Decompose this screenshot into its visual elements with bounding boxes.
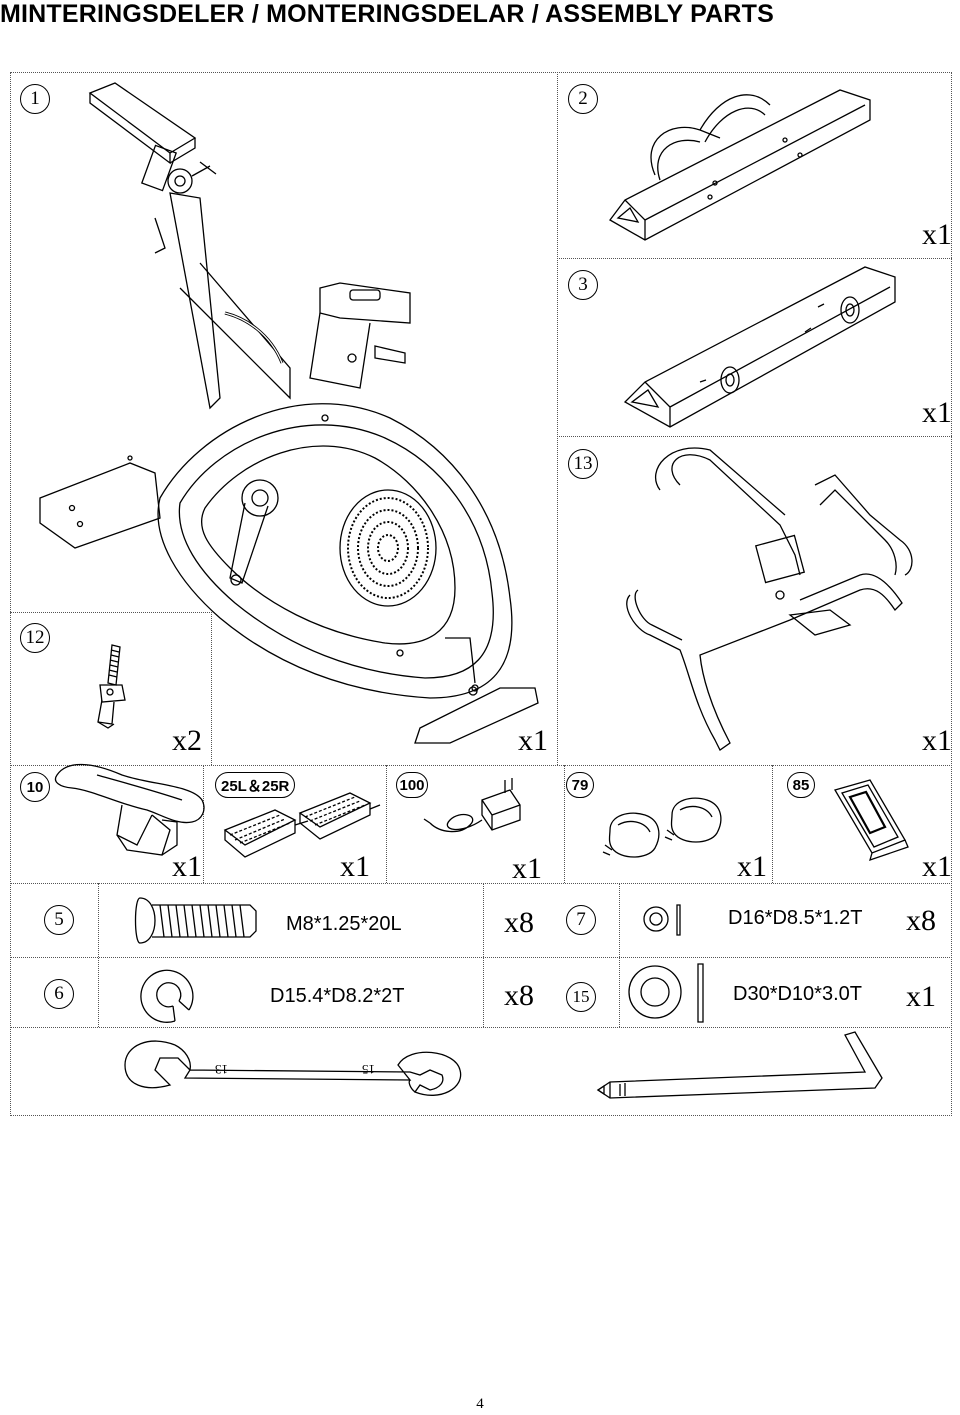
washer-spec: D16*D8.5*1.2T bbox=[728, 907, 863, 929]
divider bbox=[557, 436, 952, 437]
parts-frame bbox=[10, 72, 952, 1116]
part-number-5: 5 bbox=[44, 905, 74, 935]
quantity-label: x1 bbox=[922, 724, 952, 757]
part-number-10: 10 bbox=[20, 772, 50, 802]
wrench-size-label: 13 bbox=[215, 1062, 228, 1077]
divider bbox=[10, 612, 212, 613]
handlebar-drawing bbox=[620, 445, 930, 755]
divider bbox=[203, 765, 204, 883]
large-washer-spec: D30*D10*3.0T bbox=[733, 983, 862, 1005]
part-number-25: 25L＆25R bbox=[215, 772, 296, 798]
quantity-label: x1 bbox=[922, 850, 952, 883]
divider bbox=[386, 765, 387, 883]
bolt-spec: M8*1.25*20L bbox=[286, 913, 402, 935]
quantity-label: x1 bbox=[922, 218, 952, 251]
adjustment-knob-drawing bbox=[90, 640, 140, 730]
console-display-drawing bbox=[830, 775, 920, 865]
wrench-size-label: 15 bbox=[362, 1062, 375, 1077]
quantity-label: x8 bbox=[906, 904, 936, 937]
handlebar-post-drawing bbox=[620, 262, 900, 432]
quantity-label: x1 bbox=[737, 850, 767, 883]
divider bbox=[483, 883, 484, 1027]
part-number-1: 1 bbox=[20, 84, 50, 114]
split-washer-drawing bbox=[135, 963, 205, 1028]
wrench-drawing bbox=[120, 1030, 470, 1110]
power-adapter-drawing bbox=[420, 775, 540, 845]
part-number-12: 12 bbox=[20, 623, 50, 653]
divider bbox=[10, 957, 952, 958]
quantity-label: x1 bbox=[512, 852, 542, 885]
bike-frame-drawing bbox=[30, 78, 550, 758]
part-number-7: 7 bbox=[566, 905, 596, 935]
hex-key-screwdriver-drawing bbox=[590, 1030, 890, 1110]
saddle-drawing bbox=[52, 760, 212, 865]
quantity-label: x1 bbox=[340, 850, 370, 883]
part-number-79: 79 bbox=[566, 772, 594, 798]
divider bbox=[10, 765, 952, 766]
divider bbox=[98, 883, 99, 1027]
part-number-100: 100 bbox=[396, 772, 428, 798]
pedals-drawing bbox=[220, 785, 380, 865]
divider bbox=[557, 72, 558, 765]
quantity-label: x1 bbox=[906, 980, 936, 1013]
part-number-3: 3 bbox=[568, 270, 598, 300]
part-number-13: 13 bbox=[568, 449, 598, 479]
part-number-15: 15 bbox=[566, 982, 596, 1012]
divider bbox=[557, 258, 952, 259]
small-washer-drawing bbox=[640, 900, 690, 940]
page-title: MINTERINGSDELER / MONTERINGSDELAR / ASSE… bbox=[0, 0, 774, 28]
part-number-2: 2 bbox=[568, 84, 598, 114]
handlebar-support-drawing bbox=[600, 80, 890, 250]
quantity-label: x1 bbox=[518, 724, 548, 757]
quantity-label: x8 bbox=[504, 906, 534, 939]
split-washer-spec: D15.4*D8.2*2T bbox=[270, 985, 405, 1007]
page-number: 4 bbox=[476, 1396, 484, 1412]
divider bbox=[10, 883, 952, 884]
quantity-label: x1 bbox=[922, 396, 952, 429]
divider bbox=[772, 765, 773, 883]
armrest-pads-drawing bbox=[600, 790, 740, 865]
divider bbox=[564, 765, 565, 883]
large-washer-drawing bbox=[625, 962, 715, 1027]
divider bbox=[619, 883, 620, 1027]
part-number-85: 85 bbox=[787, 772, 815, 798]
quantity-label: x2 bbox=[172, 724, 202, 757]
quantity-label: x8 bbox=[504, 979, 534, 1012]
divider bbox=[211, 612, 212, 765]
bolt-drawing bbox=[130, 893, 260, 948]
divider bbox=[10, 1027, 952, 1028]
part-number-6: 6 bbox=[44, 979, 74, 1009]
quantity-label: x1 bbox=[172, 850, 202, 883]
